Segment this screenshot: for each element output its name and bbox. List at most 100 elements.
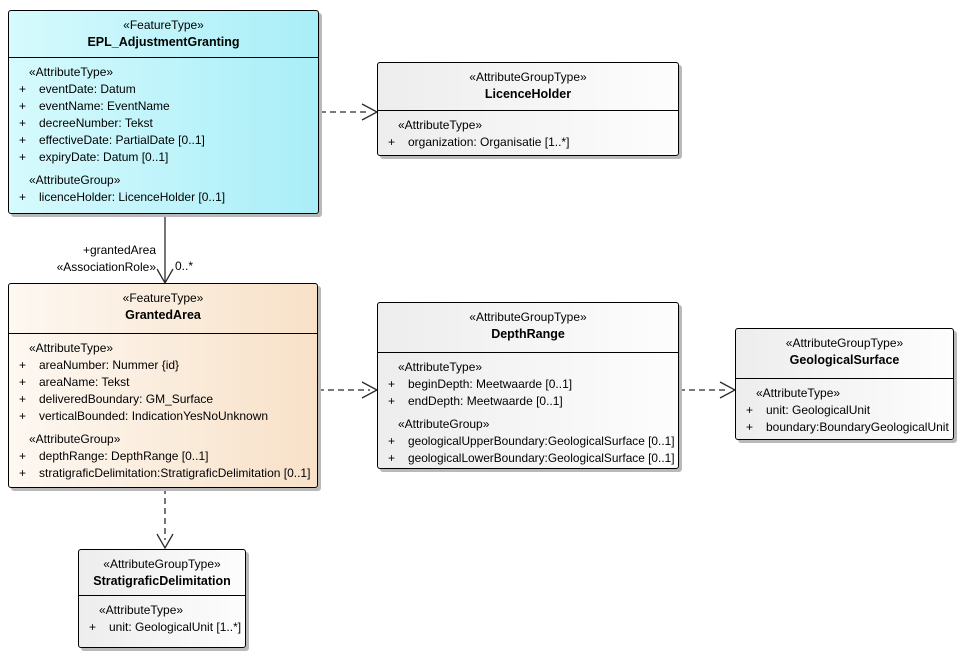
class-header: «AttributeGroupType» LicenceHolder [378, 63, 678, 111]
uml-class-geological-surface[interactable]: «AttributeGroupType» GeologicalSurface «… [735, 328, 954, 440]
class-attributes: «AttributeType»+unit: GeologicalUnit+bou… [736, 379, 953, 436]
dependency-arrow-grantedarea-to-stratigraficdelimitation[interactable] [156, 488, 174, 550]
attribute-text: unit: GeologicalUnit [766, 403, 871, 417]
visibility-symbol: + [19, 116, 27, 130]
class-header: «FeatureType» GrantedArea [9, 284, 317, 334]
attribute-text: deliveredBoundary: GM_Surface [39, 392, 214, 406]
attribute-row: +depthRange: DepthRange [0..1] [9, 448, 317, 465]
visibility-symbol: + [388, 135, 396, 149]
visibility-symbol: + [19, 409, 27, 423]
uml-class-licence-holder[interactable]: «AttributeGroupType» LicenceHolder «Attr… [377, 62, 679, 156]
section-stereotype: «AttributeType» [29, 65, 114, 79]
attribute-row: + eventName: EventName [9, 98, 318, 115]
visibility-symbol: + [19, 133, 27, 147]
dependency-arrow-grantedarea-to-depthrange[interactable] [318, 381, 379, 399]
class-stereotype: «FeatureType» [122, 291, 204, 305]
visibility-symbol: + [19, 358, 27, 372]
section-stereotype: «AttributeType» [99, 603, 184, 617]
attribute-text: endDepth: Meetwaarde [0..1] [408, 394, 563, 408]
section-stereotype: «AttributeType» [29, 341, 114, 355]
class-stereotype: «AttributeGroupType» [469, 310, 587, 324]
visibility-symbol: + [388, 451, 396, 465]
visibility-symbol: + [19, 466, 27, 480]
association-epl-to-grantedarea[interactable] [156, 215, 174, 285]
attribute-row: + endDepth: Meetwaarde [0..1] [378, 393, 678, 410]
class-attributes: «AttributeType»+ organization: Organisati… [378, 111, 678, 151]
dependency-arrow-depthrange-to-geologicalsurface[interactable] [679, 381, 737, 399]
visibility-symbol: + [388, 394, 396, 408]
uml-class-epl-adjustment-granting[interactable]: «FeatureType» EPL_AdjustmentGranting «At… [8, 10, 319, 214]
section-stereotype: «AttributeGroup» [398, 417, 490, 431]
class-attributes: «AttributeType»+ unit: GeologicalUnit [1.… [79, 596, 245, 636]
attribute-row: + areaName: Tekst [9, 374, 317, 391]
uml-class-stratigrafic-delimitation[interactable]: «AttributeGroupType» StratigraficDelimit… [78, 549, 246, 648]
class-header: «FeatureType» EPL_AdjustmentGranting [9, 11, 318, 58]
attribute-text: decreeNumber: Tekst [39, 116, 153, 130]
attribute-row: + licenceHolder: LicenceHolder [0..1] [9, 189, 318, 206]
attribute-text: areaNumber: Nummer {id} [39, 358, 180, 372]
attribute-text: depthRange: DepthRange [0..1] [39, 449, 209, 463]
attribute-text: geologicalLowerBoundary:GeologicalSurfac… [408, 451, 675, 465]
attribute-row: + organization: Organisatie [1..*] [378, 134, 678, 151]
class-name: StratigraficDelimitation [93, 574, 231, 588]
attribute-text: expiryDate: Datum [0..1] [39, 150, 169, 164]
attribute-row: + areaNumber: Nummer {id} [9, 357, 317, 374]
association-multiplicity-label: 0..* [175, 259, 194, 273]
uml-class-depth-range[interactable]: «AttributeGroupType» DepthRange «Attribu… [377, 302, 679, 469]
attribute-text: verticalBounded: IndicationYesNoUnknown [39, 409, 269, 423]
section-stereotype: «AttributeType» [398, 360, 483, 374]
class-name: GeologicalSurface [789, 353, 900, 367]
attribute-row: + deliveredBoundary: GM_Surface [9, 391, 317, 408]
visibility-symbol: + [19, 375, 27, 389]
class-header: «AttributeGroupType» GeologicalSurface [736, 329, 953, 379]
visibility-symbol: + [388, 434, 396, 448]
association-role-name-label: +grantedArea [82, 243, 156, 257]
section-stereotype: «AttributeType» [398, 118, 483, 132]
attribute-row: + unit: GeologicalUnit [736, 402, 953, 419]
attribute-text: eventDate: Datum [39, 82, 136, 96]
section-stereotype: «AttributeGroup» [29, 173, 121, 187]
section-stereotype: «AttributeGroup» [29, 432, 121, 446]
class-stereotype: «AttributeGroupType» [103, 557, 221, 571]
attribute-row: + decreeNumber: Tekst [9, 115, 318, 132]
class-name: GrantedArea [125, 308, 201, 322]
class-header: «AttributeGroupType» StratigraficDelimit… [79, 550, 245, 596]
class-name: LicenceHolder [484, 87, 572, 101]
class-name: EPL_AdjustmentGranting [87, 35, 240, 49]
attribute-text: areaName: Tekst [39, 375, 130, 389]
attribute-text: boundary:BoundaryGeologicalUnit [766, 420, 949, 434]
class-attributes: «AttributeType»+beginDepth: Meetwaarde [… [378, 353, 678, 467]
attribute-row: + boundary:BoundaryGeologicalUnit [736, 419, 953, 436]
visibility-symbol: + [19, 82, 27, 96]
visibility-symbol: + [19, 190, 27, 204]
attribute-row: +expiryDate: Datum [0..1] [9, 149, 318, 166]
attribute-row: + stratigraficDelimitation:StratigraficDe… [9, 465, 317, 482]
attribute-row: +geologicalUpperBoundary:GeologicalSurfa… [378, 433, 678, 450]
uml-class-granted-area[interactable]: «FeatureType» GrantedArea «AttributeType… [8, 283, 318, 488]
visibility-symbol: + [388, 377, 396, 391]
attribute-row: + effectiveDate: PartialDate [0..1] [9, 132, 318, 149]
attribute-text: unit: GeologicalUnit [1..*] [109, 620, 242, 634]
attribute-text: effectiveDate: PartialDate [0..1] [39, 133, 205, 147]
class-stereotype: «AttributeGroupType» [469, 70, 587, 84]
attribute-text: stratigraficDelimitation:StratigraficDel… [39, 466, 311, 480]
attribute-text: beginDepth: Meetwaarde [0..1] [408, 377, 573, 391]
attribute-text: organization: Organisatie [1..*] [408, 135, 570, 149]
visibility-symbol: + [89, 620, 97, 634]
visibility-symbol: + [746, 403, 754, 417]
visibility-symbol: + [746, 420, 754, 434]
attribute-row: + unit: GeologicalUnit [1..*] [79, 619, 245, 636]
visibility-symbol: + [19, 99, 27, 113]
class-name: DepthRange [491, 327, 565, 341]
class-attributes: «AttributeType»+eventDate: Datum+eventNa… [9, 58, 318, 206]
attribute-row: + geologicalLowerBoundary:GeologicalSurfa… [378, 450, 678, 467]
dependency-arrow-epl-to-licenceholder[interactable] [320, 103, 379, 121]
association-stereotype-label: «AssociationRole» [56, 260, 156, 274]
attribute-text: eventName: EventName [39, 99, 170, 113]
attribute-row: + eventDate: Datum [9, 81, 318, 98]
class-stereotype: «AttributeGroupType» [785, 336, 904, 350]
class-stereotype: «FeatureType» [123, 18, 204, 32]
attribute-text: licenceHolder: LicenceHolder [0..1] [39, 190, 226, 204]
visibility-symbol: + [19, 392, 27, 406]
